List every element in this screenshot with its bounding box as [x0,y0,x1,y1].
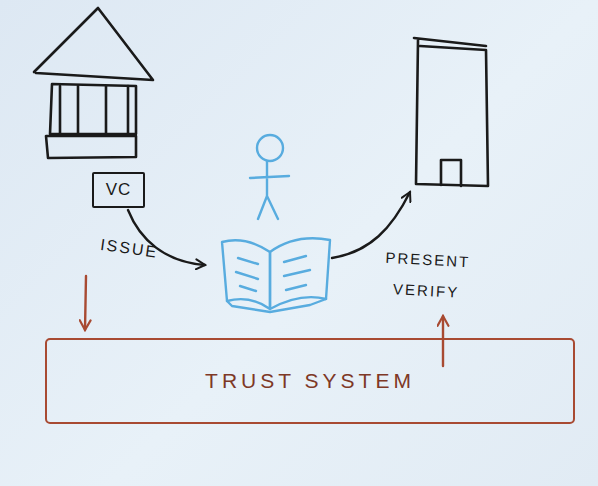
node-text: TRUST SYSTEM [205,369,415,393]
anchor-arrow [85,276,86,330]
node-text: VC [106,180,132,200]
credential-box: VC [92,172,145,208]
verifier-building [414,38,488,186]
lookup-arrow [442,316,444,366]
present-arrow [332,192,410,258]
bank-building [34,8,153,158]
flow-label: PRESENT VERIFY [366,241,487,309]
holder-figure [250,135,289,219]
wallet-book [222,238,330,312]
trust-band: TRUST SYSTEM [45,338,575,424]
flow-label: ISSUE [99,234,191,268]
